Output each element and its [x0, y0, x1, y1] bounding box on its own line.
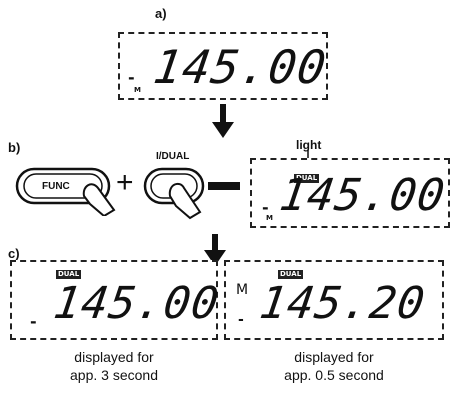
- minus-sign: -: [128, 68, 135, 87]
- caption-line-1: displayed for: [10, 348, 218, 366]
- frequency-readout: 145.20: [256, 278, 428, 329]
- lcd-display-b: DUAL - 145.00 M: [250, 158, 450, 228]
- step-label-b: b): [8, 140, 20, 155]
- frequency-readout: 145.00: [150, 40, 330, 94]
- caption-line-2: app. 0.5 second: [224, 366, 444, 384]
- caption-line-1: displayed for: [224, 348, 444, 366]
- caption-c1: displayed for app. 3 second: [10, 348, 218, 384]
- caption-c2: displayed for app. 0.5 second: [224, 348, 444, 384]
- step-label-a: a): [155, 6, 167, 21]
- dual-button-icon: [142, 162, 214, 220]
- arrow-down-icon: [212, 104, 234, 138]
- minus-sign: -: [238, 312, 244, 328]
- step-label-c: c): [8, 246, 20, 261]
- minus-sign: -: [30, 312, 37, 331]
- func-button-label: FUNC: [42, 181, 70, 192]
- dual-button-label: I/DUAL: [156, 151, 189, 162]
- lcd-display-c2: DUAL M - 145.20: [224, 260, 444, 340]
- arrow-right-icon: [206, 178, 242, 194]
- caption-line-2: app. 3 second: [10, 366, 218, 384]
- memory-indicator: M: [266, 214, 273, 222]
- lcd-display-c1: DUAL - 145.00: [10, 260, 218, 340]
- memory-indicator: M: [134, 86, 141, 94]
- frequency-readout: 145.00: [50, 278, 222, 329]
- memory-indicator: M: [236, 282, 248, 298]
- plus-sign: +: [116, 166, 134, 200]
- frequency-readout: 145.00: [276, 170, 448, 221]
- lcd-display-a: - 145.00 M: [118, 32, 328, 100]
